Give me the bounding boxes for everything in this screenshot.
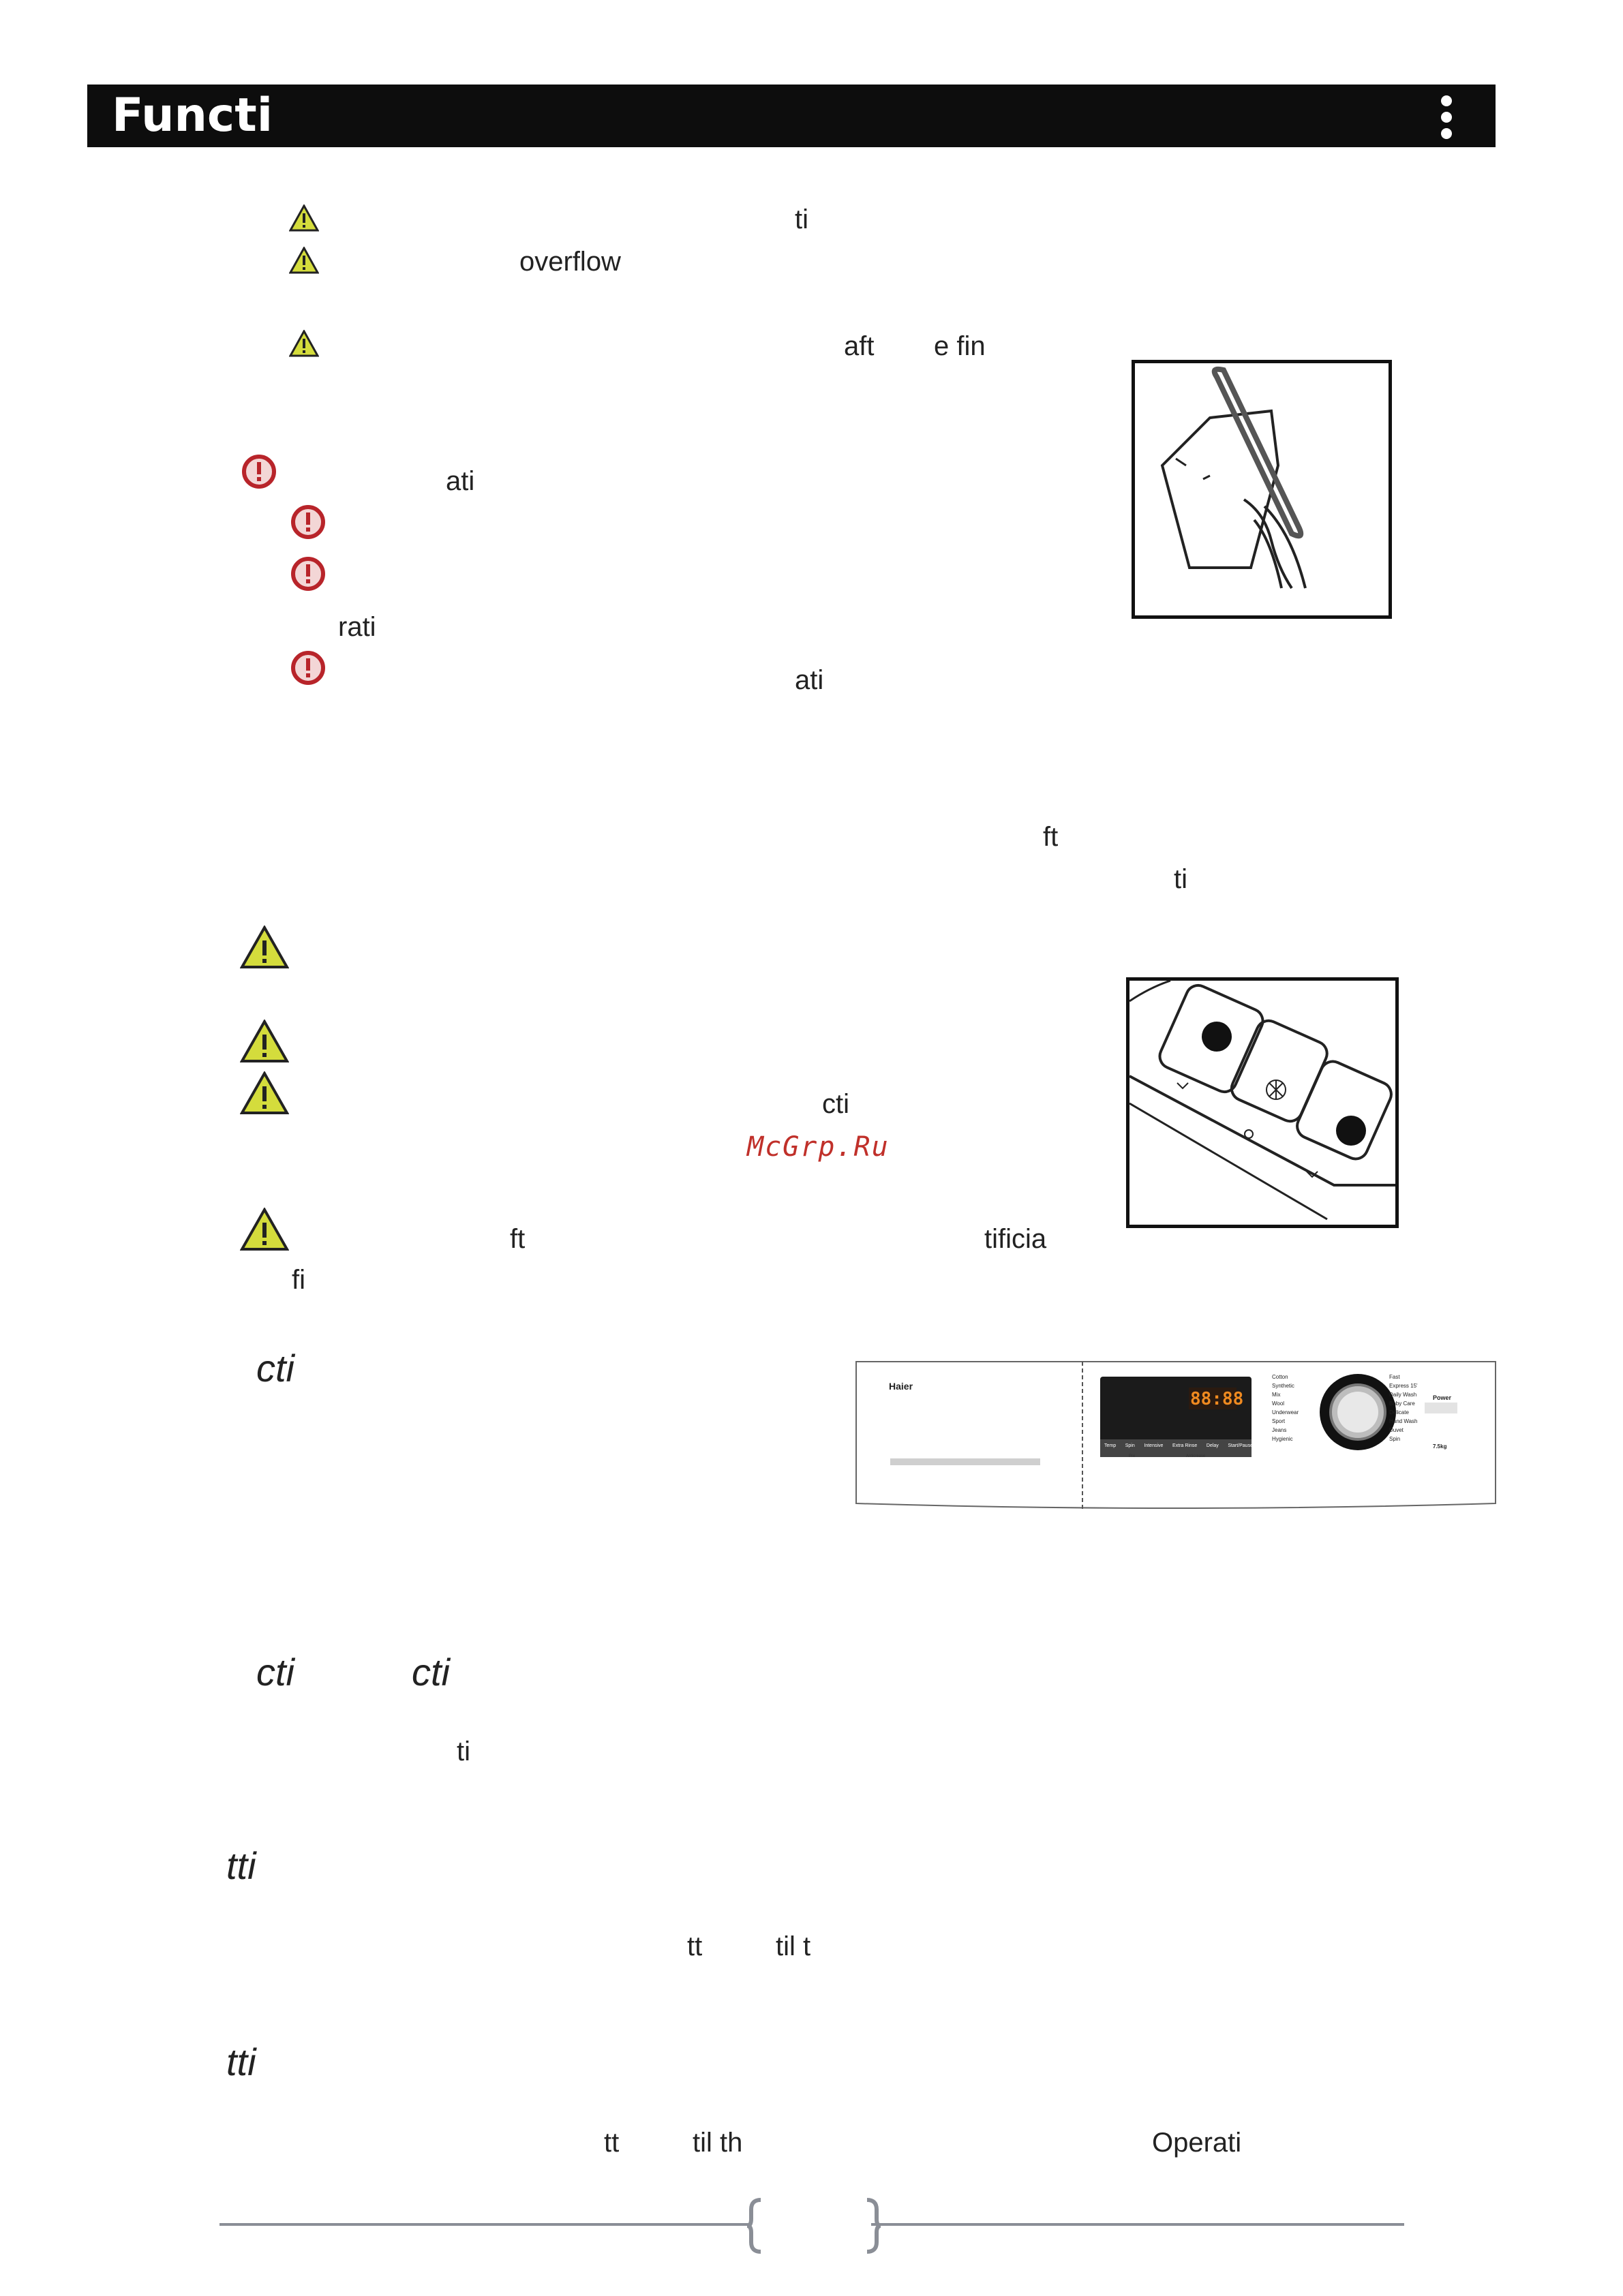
program-cotton[interactable]: Cotton — [1272, 1374, 1288, 1380]
extra-rinse-button[interactable]: Extra Rinse — [1172, 1443, 1198, 1448]
text-fragment: ft — [1043, 822, 1059, 852]
text-fragment: tificia — [984, 1224, 1047, 1254]
text-fragment: ti — [457, 1736, 470, 1766]
detergent-scoop-illustration — [1160, 366, 1307, 590]
program-list-right: Fast Express 15' Daily Wash Baby Care De… — [1389, 1373, 1418, 1443]
detergent-drawer-figure — [1126, 977, 1399, 1228]
section-heading: cti — [412, 1651, 450, 1694]
brand-logo: Haier — [889, 1381, 913, 1392]
program-jeans[interactable]: Jeans — [1272, 1427, 1287, 1433]
start-pause-button[interactable]: Start/Pause — [1228, 1443, 1253, 1448]
stop-icon — [291, 505, 325, 539]
program-synthetic[interactable]: Synthetic — [1272, 1383, 1294, 1389]
button-label-row: Temp Spin Intensive Extra Rinse Delay St… — [1104, 1443, 1253, 1460]
stop-icon — [291, 651, 325, 685]
detergent-pour-figure — [1132, 360, 1392, 619]
spin-button[interactable]: Spin — [1125, 1443, 1135, 1448]
program-underwear[interactable]: Underwear — [1272, 1409, 1299, 1415]
text-fragment: ft — [510, 1224, 526, 1254]
more-dots-icon — [1440, 95, 1453, 139]
text-fragment: overflow — [519, 247, 621, 277]
warning-icon — [240, 1020, 289, 1062]
footer-rule-right — [871, 2223, 1404, 2226]
warning-icon — [240, 925, 289, 968]
watermark: McGrp.Ru — [747, 1131, 890, 1163]
warning-icon — [289, 247, 319, 274]
display-readout: 88:88 — [1190, 1389, 1244, 1409]
program-delicate[interactable]: Delicate — [1389, 1409, 1409, 1415]
text-fragment: tt — [604, 2128, 620, 2158]
program-wool[interactable]: Wool — [1272, 1400, 1285, 1407]
program-fast[interactable]: Fast — [1389, 1374, 1400, 1380]
text-fragment: fi — [292, 1265, 305, 1295]
warning-icon — [240, 1071, 289, 1114]
text-fragment: ti — [795, 204, 808, 234]
intensive-button[interactable]: Intensive — [1144, 1443, 1164, 1448]
program-list-left: Cotton Synthetic Mix Wool Underwear Spor… — [1272, 1373, 1299, 1443]
text-fragment: til th — [693, 2128, 743, 2158]
section-heading: cti — [256, 1347, 294, 1390]
text-fragment: ati — [795, 665, 824, 695]
warning-icon — [240, 1208, 289, 1251]
detergent-drawer-illustration — [1129, 979, 1395, 1221]
program-spin[interactable]: Spin — [1389, 1436, 1401, 1442]
section-heading: tti — [226, 2040, 256, 2083]
temp-button[interactable]: Temp — [1104, 1443, 1117, 1448]
header-bar — [87, 85, 1496, 147]
text-fragment: e fin — [934, 331, 986, 361]
program-sport[interactable]: Sport — [1272, 1418, 1286, 1424]
page-number-bracket — [746, 2198, 881, 2254]
stop-icon — [242, 455, 276, 489]
text-fragment: cti — [822, 1089, 849, 1119]
stop-icon — [291, 557, 325, 591]
program-daily-wash[interactable]: Daily Wash — [1389, 1392, 1417, 1398]
pre-label: Pre — [1129, 1454, 1136, 1458]
text-fragment: til t — [776, 1931, 811, 1961]
program-express[interactable]: Express 15' — [1389, 1383, 1418, 1389]
text-fragment: ti — [1174, 864, 1187, 894]
program-mix[interactable]: Mix — [1272, 1392, 1281, 1398]
text-fragment: rati — [338, 612, 376, 642]
text-fragment: tt — [687, 1931, 703, 1961]
delay-button[interactable]: Delay — [1206, 1443, 1219, 1448]
warning-icon — [289, 330, 319, 357]
program-duvet[interactable]: Duvet — [1389, 1427, 1404, 1433]
program-hygienic[interactable]: Hygienic — [1272, 1436, 1293, 1442]
warning-icon — [289, 204, 319, 232]
page-title: Functi — [112, 89, 273, 142]
text-fragment: Operati — [1152, 2128, 1242, 2158]
capacity-label: 7.5kg — [1433, 1443, 1447, 1450]
text-fragment: ati — [446, 466, 475, 496]
program-hand-wash[interactable]: Hand Wash — [1389, 1418, 1418, 1424]
section-heading: cti — [256, 1651, 294, 1694]
control-panel-illustration — [855, 1361, 1496, 1509]
power-label: Power — [1433, 1394, 1452, 1401]
program-baby-care[interactable]: Baby Care — [1389, 1400, 1415, 1407]
text-fragment: aft — [844, 331, 875, 361]
anticrease-label: Anticrease — [1186, 1454, 1206, 1458]
section-heading: tti — [226, 1844, 256, 1887]
footer-rule-left — [219, 2223, 751, 2226]
